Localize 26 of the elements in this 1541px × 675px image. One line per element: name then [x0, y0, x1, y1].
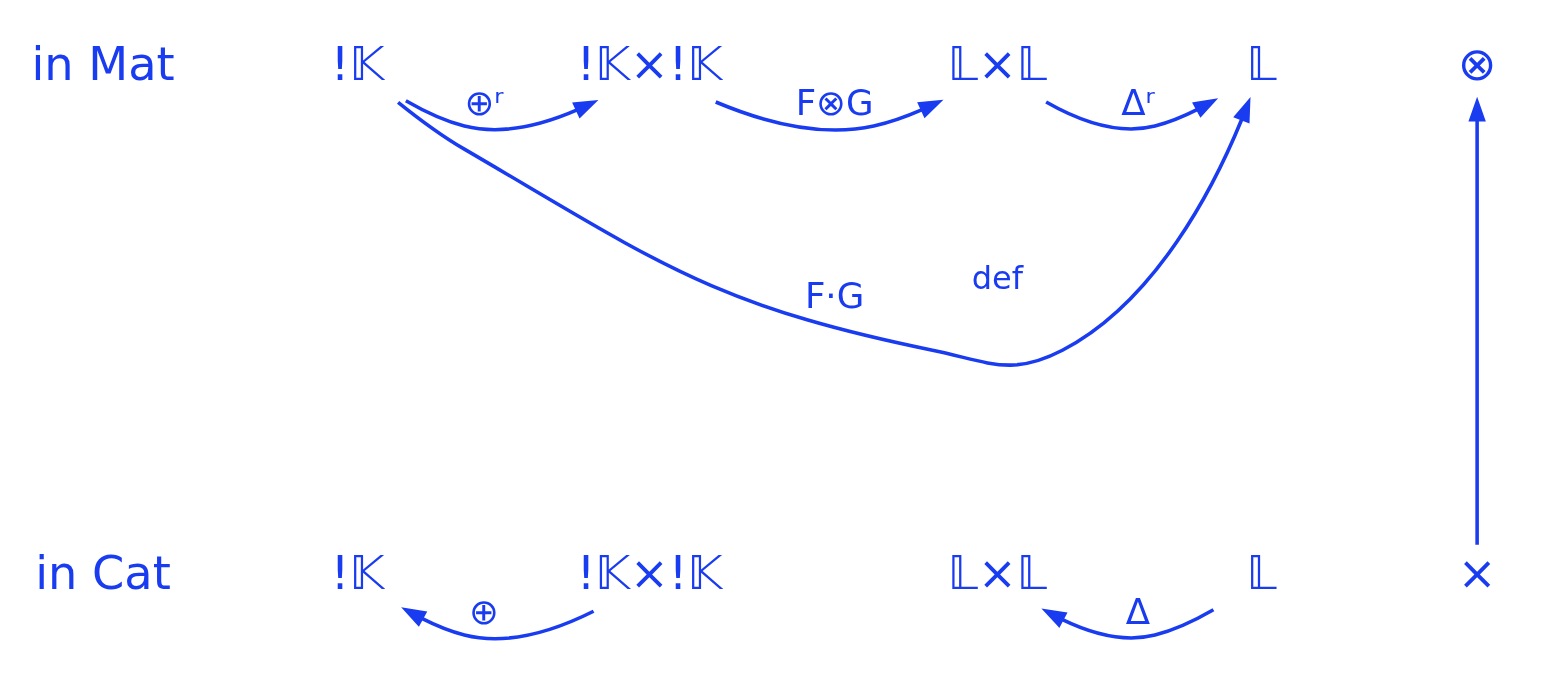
edge-label: Δ: [1125, 591, 1151, 633]
edge-label: ⊕ʳ: [464, 82, 504, 124]
arrow: [405, 99, 599, 132]
label: in Cat: [35, 546, 171, 601]
edge-label: ⊕: [469, 591, 499, 633]
node-text: 𝕃: [1246, 546, 1277, 601]
arrow: [401, 607, 595, 641]
arrow: [1468, 96, 1486, 545]
arrow: [715, 99, 944, 132]
node-text: !𝕂×!𝕂: [576, 37, 723, 92]
node-text: 𝕃: [1246, 37, 1277, 92]
label: in Mat: [31, 37, 175, 92]
node-text: !𝕂: [330, 37, 385, 92]
edge-label: F⊗G: [795, 82, 874, 124]
node-text: ⊗: [1457, 37, 1497, 92]
arrow: [1041, 608, 1215, 640]
node-text: !𝕂×!𝕂: [576, 546, 723, 601]
node-text: 𝕃×𝕃: [947, 546, 1048, 601]
node-text: ×: [1457, 546, 1497, 601]
label: def: [971, 258, 1024, 297]
arrow: [397, 97, 1251, 367]
arrow: [1045, 98, 1219, 131]
edge-label: F·G: [804, 274, 865, 316]
node-text: 𝕃×𝕃: [947, 37, 1048, 92]
node-text: !𝕂: [330, 546, 385, 601]
edge-label: Δʳ: [1121, 82, 1155, 124]
